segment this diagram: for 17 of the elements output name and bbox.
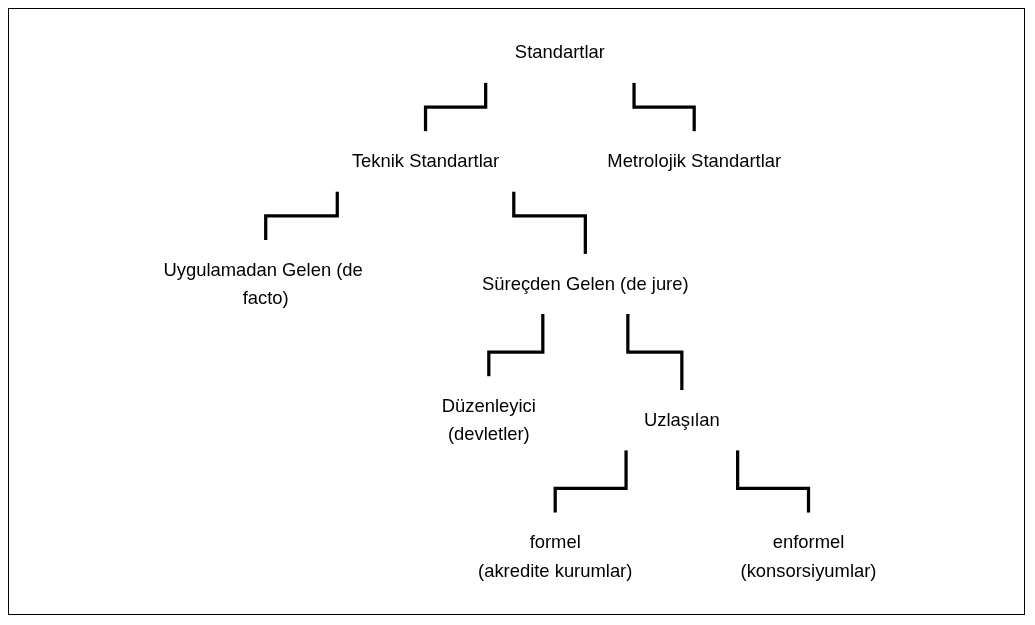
node-text: formel (akredite kurumlar) [477,532,632,581]
node-text: Düzenleyici (devletler) [441,395,536,445]
connector [263,191,339,242]
node-text: Standartlar [514,42,605,63]
connector [631,82,696,133]
connector [486,313,544,379]
node-text: Metrolojik Standartlar [606,150,781,172]
connector [423,82,487,133]
node-text: Uygulamadan Gelen (de facto) [162,259,363,308]
connector [625,313,683,392]
node-text: enformel (konsorsiyumlar) [740,532,876,581]
node-text: Süreçden Gelen (de jure) [481,273,689,294]
connector [735,450,810,515]
connector [511,191,587,256]
node-text: Uzlaşılan [643,409,720,431]
connector [553,450,628,515]
node-text: Teknik Standartlar [351,150,499,172]
